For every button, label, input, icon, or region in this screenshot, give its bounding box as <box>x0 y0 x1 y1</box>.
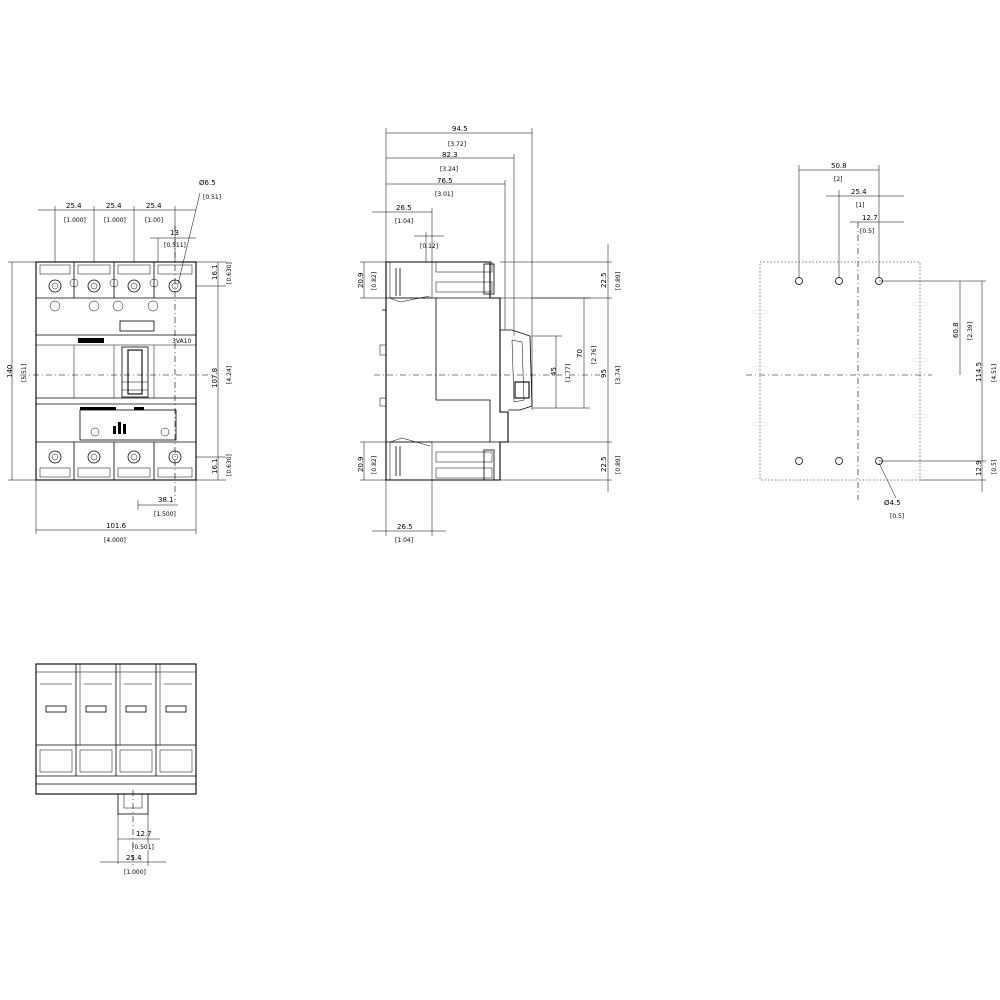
dim-front-top-term: 16.1 <box>211 264 219 280</box>
dim-front-top-term-in: [0.630] <box>226 262 233 284</box>
dim-side-top-offset: 26.5 <box>396 204 412 212</box>
mount-hole <box>795 277 803 285</box>
dim-side-handle-70-in: [2.76] <box>591 346 598 364</box>
dim-bottom-pitch-in: [1.000] <box>124 869 146 876</box>
dim-mount-pitch: 25.4 <box>851 188 867 196</box>
side-outline <box>385 261 509 481</box>
dim-front-height: 140 <box>6 365 14 378</box>
mount-hole <box>795 457 803 465</box>
dim-front-bottom-term: 16.1 <box>211 458 219 474</box>
dim-front-pitch-1: 25.4 <box>66 202 82 210</box>
dim-front-bottom-term-in: [0.630] <box>226 454 233 476</box>
dim-mount-span: 50.8 <box>831 162 847 170</box>
dim-side-depth-3: 76.5 <box>437 177 453 185</box>
dim-side-bottom-offset-in: [1.04] <box>395 537 413 544</box>
dim-front-pitch-1-in: [1.000] <box>64 217 86 224</box>
dim-side-bottom-offset: 26.5 <box>397 523 413 531</box>
dim-front-height-in: [5.51] <box>21 364 28 382</box>
dim-side-small-in: [0.12] <box>420 243 438 250</box>
dim-side-right-bottom-in: [0.89] <box>615 456 622 474</box>
dim-front-body-in: [4.24] <box>226 366 233 384</box>
dim-mount-vert: 60.8 <box>952 322 960 338</box>
dim-side-body: 95 <box>600 369 608 378</box>
dim-side-top-term: 20.9 <box>357 272 365 288</box>
side-view: 94.5 [3.72] 82.3 [3.24] 76.5 [3.01] 26.5… <box>357 125 622 544</box>
dim-side-depth-2-in: [3.24] <box>440 166 458 173</box>
dim-bottom-half-in: [0.501] <box>132 844 154 851</box>
dim-front-pitch-2-in: [1.000] <box>104 217 126 224</box>
dim-mount-bottom-in: [0.5] <box>991 460 998 474</box>
handle-slot <box>121 346 149 398</box>
front-view: 3VA10 <box>6 179 233 544</box>
dim-side-handle-45-in: [1.77] <box>565 364 572 382</box>
dim-bottom-half: 12.7 <box>136 830 152 838</box>
dim-mount-half-in: [0.5] <box>860 228 874 235</box>
dim-side-handle-70: 70 <box>576 349 584 358</box>
dim-bottom-pitch: 25.4 <box>126 854 142 862</box>
dim-front-offset: 13 <box>170 229 179 237</box>
dim-mount-half: 12.7 <box>862 214 878 222</box>
dim-front-bottom-offset: 38.1 <box>158 496 174 504</box>
dim-mount-total-in: [4.51] <box>991 364 998 382</box>
dim-side-total: 94.5 <box>452 125 468 133</box>
mount-hole <box>835 457 843 465</box>
mount-outline <box>759 261 921 481</box>
dim-side-depth-3-in: [3.01] <box>435 191 453 198</box>
dim-side-top-term-in: [0.82] <box>371 272 378 290</box>
dim-mount-vert-in: [2.39] <box>967 322 974 340</box>
dim-front-width: 101.6 <box>106 522 127 530</box>
side-handle <box>500 329 533 411</box>
dim-side-top-offset-in: [1.04] <box>395 218 413 225</box>
dim-mount-bottom: 12.9 <box>975 460 983 476</box>
dim-front-offset-in: [0.511] <box>164 242 186 249</box>
dim-side-right-top: 22.5 <box>600 272 608 288</box>
bottom-terminals <box>39 442 193 480</box>
top-terminals <box>39 262 193 298</box>
dim-front-hole-in: [0.51] <box>203 194 221 201</box>
dim-front-width-in: [4.000] <box>104 537 126 544</box>
trip-unit <box>79 409 177 441</box>
dim-side-total-in: [3.72] <box>448 141 466 148</box>
dim-side-bottom-term: 20.9 <box>357 456 365 472</box>
dim-mount-hole: Ø4.5 <box>884 499 901 507</box>
dim-front-pitch-3-in: [1.00] <box>145 217 163 224</box>
dim-front-body: 107.8 <box>211 368 219 388</box>
dim-front-hole: Ø6.5 <box>199 179 216 187</box>
dim-front-pitch-2: 25.4 <box>106 202 122 210</box>
dim-side-right-top-in: [0.89] <box>615 272 622 290</box>
toggle-handle <box>127 349 143 395</box>
dim-side-handle-45: 45 <box>550 367 558 376</box>
dim-mount-hole-in: [0.5] <box>890 513 904 520</box>
dim-mount-total: 114.5 <box>975 362 983 382</box>
dim-mount-span-in: [2] <box>834 176 843 183</box>
nameplate-right: 3VA10 <box>172 338 191 345</box>
bottom-view: 12.7 [0.501] 25.4 [1.000] <box>35 663 197 876</box>
dim-front-pitch-3: 25.4 <box>146 202 162 210</box>
mount-hole <box>835 277 843 285</box>
dim-side-body-in: [3.74] <box>615 366 622 384</box>
mounting-view: 50.8 [2] 25.4 [1] 12.7 [0.5] 60.8 [2.39]… <box>746 162 998 520</box>
dim-side-bottom-term-in: [0.82] <box>371 456 378 474</box>
dim-side-depth-2: 82.3 <box>442 151 458 159</box>
dim-front-bottom-offset-in: [1.500] <box>154 511 176 518</box>
front-outline <box>35 261 197 481</box>
dim-side-right-bottom: 22.5 <box>600 456 608 472</box>
dim-mount-pitch-in: [1] <box>856 202 865 209</box>
